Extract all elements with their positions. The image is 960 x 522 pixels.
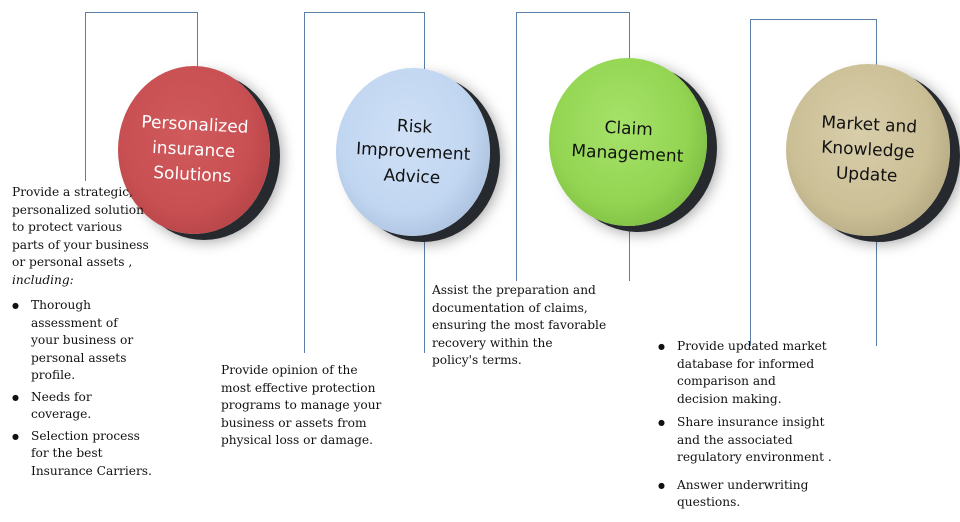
- list-item: Selection process for the best Insurance…: [12, 428, 180, 481]
- step-4-bullet-list: Provide updated market database for info…: [658, 338, 858, 512]
- list-item: Provide updated market database for info…: [658, 338, 858, 408]
- step-title: Personalized insurance Solutions: [141, 111, 250, 187]
- step-2-intro: Provide opinion of the most effective pr…: [221, 363, 382, 447]
- step-1-description: Provide a strategic, personalized soluti…: [12, 184, 180, 484]
- list-item: Thorough assessment of your business or …: [12, 297, 180, 385]
- step-title: Market and Knowledge Update: [820, 112, 918, 187]
- step-title: Claim Management: [570, 117, 684, 167]
- step-3-intro: Assist the preparation and documentation…: [432, 283, 607, 367]
- step-2-description: Provide opinion of the most effective pr…: [221, 362, 421, 450]
- step-circle-risk-improvement: Risk Improvement Advice: [336, 68, 490, 236]
- step-1-bullet-list: Thorough assessment of your business or …: [12, 297, 180, 480]
- step-3-description: Assist the preparation and documentation…: [432, 282, 632, 370]
- list-item: Share insurance insight and the associat…: [658, 414, 858, 467]
- step-1-intro-emphasis: including:: [12, 272, 74, 287]
- step-circle-market-knowledge: Market and Knowledge Update: [786, 64, 950, 236]
- step-circle-claim-management: Claim Management: [549, 58, 707, 226]
- list-item: Answer underwriting questions.: [658, 477, 858, 512]
- step-title: Risk Improvement Advice: [355, 115, 471, 188]
- step-1-intro: Provide a strategic, personalized soluti…: [12, 185, 149, 269]
- step-circle-personalized-solutions: Personalized insurance Solutions: [118, 66, 270, 234]
- list-item: Needs for coverage.: [12, 389, 180, 424]
- step-4-description: Provide updated market database for info…: [658, 338, 858, 516]
